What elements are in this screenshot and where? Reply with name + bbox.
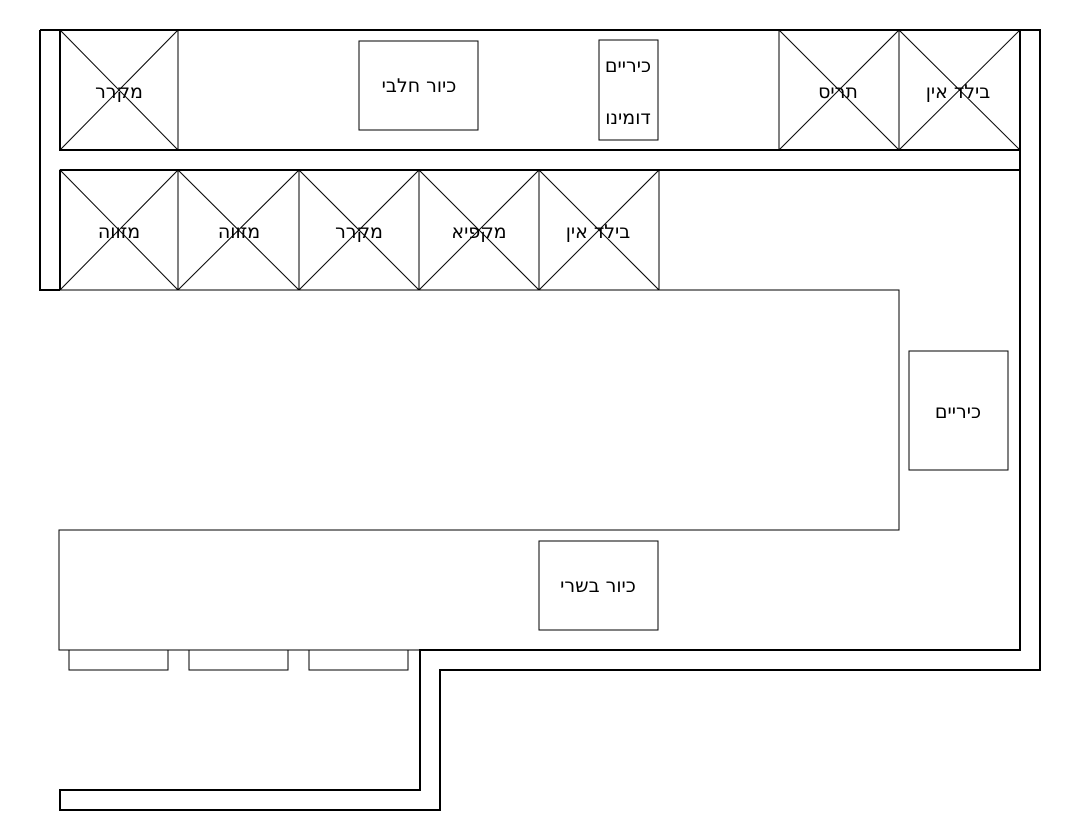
right-stove-label: כיריים <box>935 401 981 423</box>
mid-fridge-label: מקרר <box>335 221 383 243</box>
domino-stove-label-line2: דומינו <box>605 107 651 129</box>
domino-stove-box <box>598 39 659 141</box>
mid-pantry-2-label: מזווה <box>218 221 260 243</box>
bottom-drawer-1 <box>68 649 169 671</box>
mid-built-in-label: בילד אין <box>566 221 631 243</box>
domino-stove-label-line1: כיריים <box>605 55 651 77</box>
outer-wall <box>39 29 1041 811</box>
top-built-in-label: בילד אין <box>926 81 991 103</box>
dairy-sink-box <box>358 40 479 131</box>
mid-built-in-cell <box>538 169 660 291</box>
dairy-sink-label: כיור חלבי <box>382 75 457 97</box>
top-fridge-cell <box>59 29 179 151</box>
top-counter <box>59 29 1021 151</box>
top-shutter-label: תריס <box>818 81 858 103</box>
meat-sink-label: כיור בשרי <box>560 575 636 597</box>
meat-sink-box <box>538 540 659 631</box>
right-stove-box <box>908 350 1009 471</box>
bottom-drawer-3 <box>308 649 409 671</box>
mid-freezer-label: מקפיא <box>451 221 506 243</box>
bottom-drawer-2 <box>188 649 289 671</box>
top-built-in-cell <box>898 29 1021 151</box>
top-fridge-label: מקרר <box>95 81 143 103</box>
mid-pantry-1-label: מזווה <box>98 221 140 243</box>
